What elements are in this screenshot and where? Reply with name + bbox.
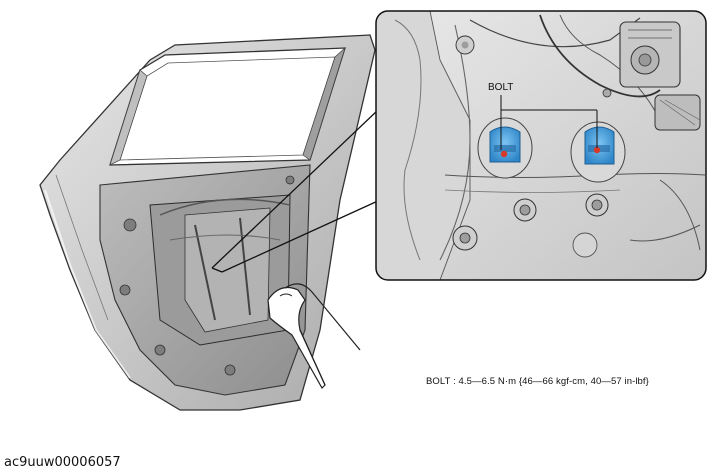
bolt-marker — [489, 126, 615, 165]
bolt-leader-lines — [500, 95, 598, 150]
bolt-callout-label: BOLT — [488, 82, 514, 93]
hand-illustration — [267, 283, 361, 389]
detail-zoom-callout — [375, 10, 707, 281]
door-panel-illustration — [39, 34, 376, 411]
detail-callout-leaders — [211, 109, 381, 273]
figure-code: ac9uuw00006057 — [4, 455, 121, 470]
torque-specification: BOLT : 4.5—6.5 N·m {46—66 kgf-cm, 40—57 … — [426, 376, 649, 387]
